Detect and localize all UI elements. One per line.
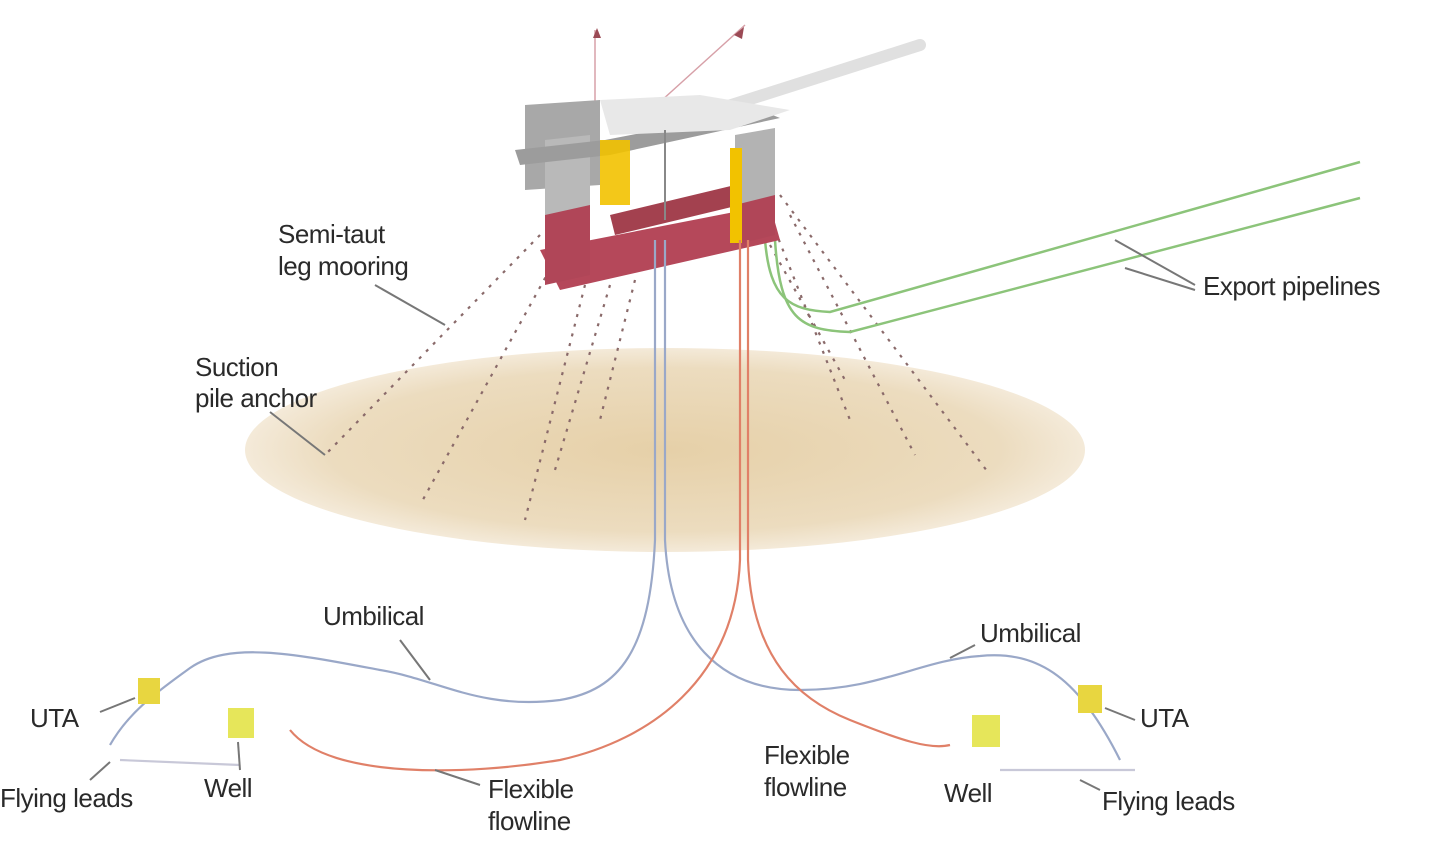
label-umbilical-left: Umbilical [323, 601, 424, 631]
label-flowline-right: flowline [764, 772, 847, 802]
label-uta-left: UTA [30, 703, 80, 733]
umbilical-left [109, 240, 657, 746]
label-uta-right: UTA [1140, 703, 1190, 733]
well-left-icon [228, 708, 254, 738]
label-flexible-right: Flexible [764, 740, 850, 770]
uta-left-icon [138, 678, 160, 704]
flexible-flowline-left [289, 240, 742, 772]
label-well-left: Well [204, 773, 252, 803]
export-pipelines [763, 160, 1361, 334]
label-flying-leads-right: Flying leads [1102, 786, 1235, 816]
flare-tip-icon [734, 27, 744, 39]
label-umbilical-right: Umbilical [980, 618, 1081, 648]
label-well-right: Well [944, 778, 992, 808]
uta-right-icon [1078, 685, 1102, 713]
label-leg-mooring: leg mooring [278, 251, 408, 281]
label-semi-taut: Semi-taut [278, 219, 386, 249]
risers [109, 240, 1135, 772]
flying-leads-left-line [119, 758, 241, 767]
well-right-icon [972, 715, 1000, 747]
label-suction: Suction [195, 352, 278, 382]
umbilical-right [663, 240, 1121, 761]
flare-tip-icon [593, 28, 601, 38]
label-export-pipelines: Export pipelines [1203, 271, 1380, 301]
label-flowline-left: flowline [488, 806, 571, 836]
label-flexible-left: Flexible [488, 774, 574, 804]
label-flying-leads-left: Flying leads [0, 783, 133, 813]
leader-lines [89, 239, 1196, 791]
flexible-flowline-right [746, 240, 951, 748]
semi-submersible-platform [515, 95, 790, 290]
label-pile-anchor: pile anchor [195, 383, 318, 413]
